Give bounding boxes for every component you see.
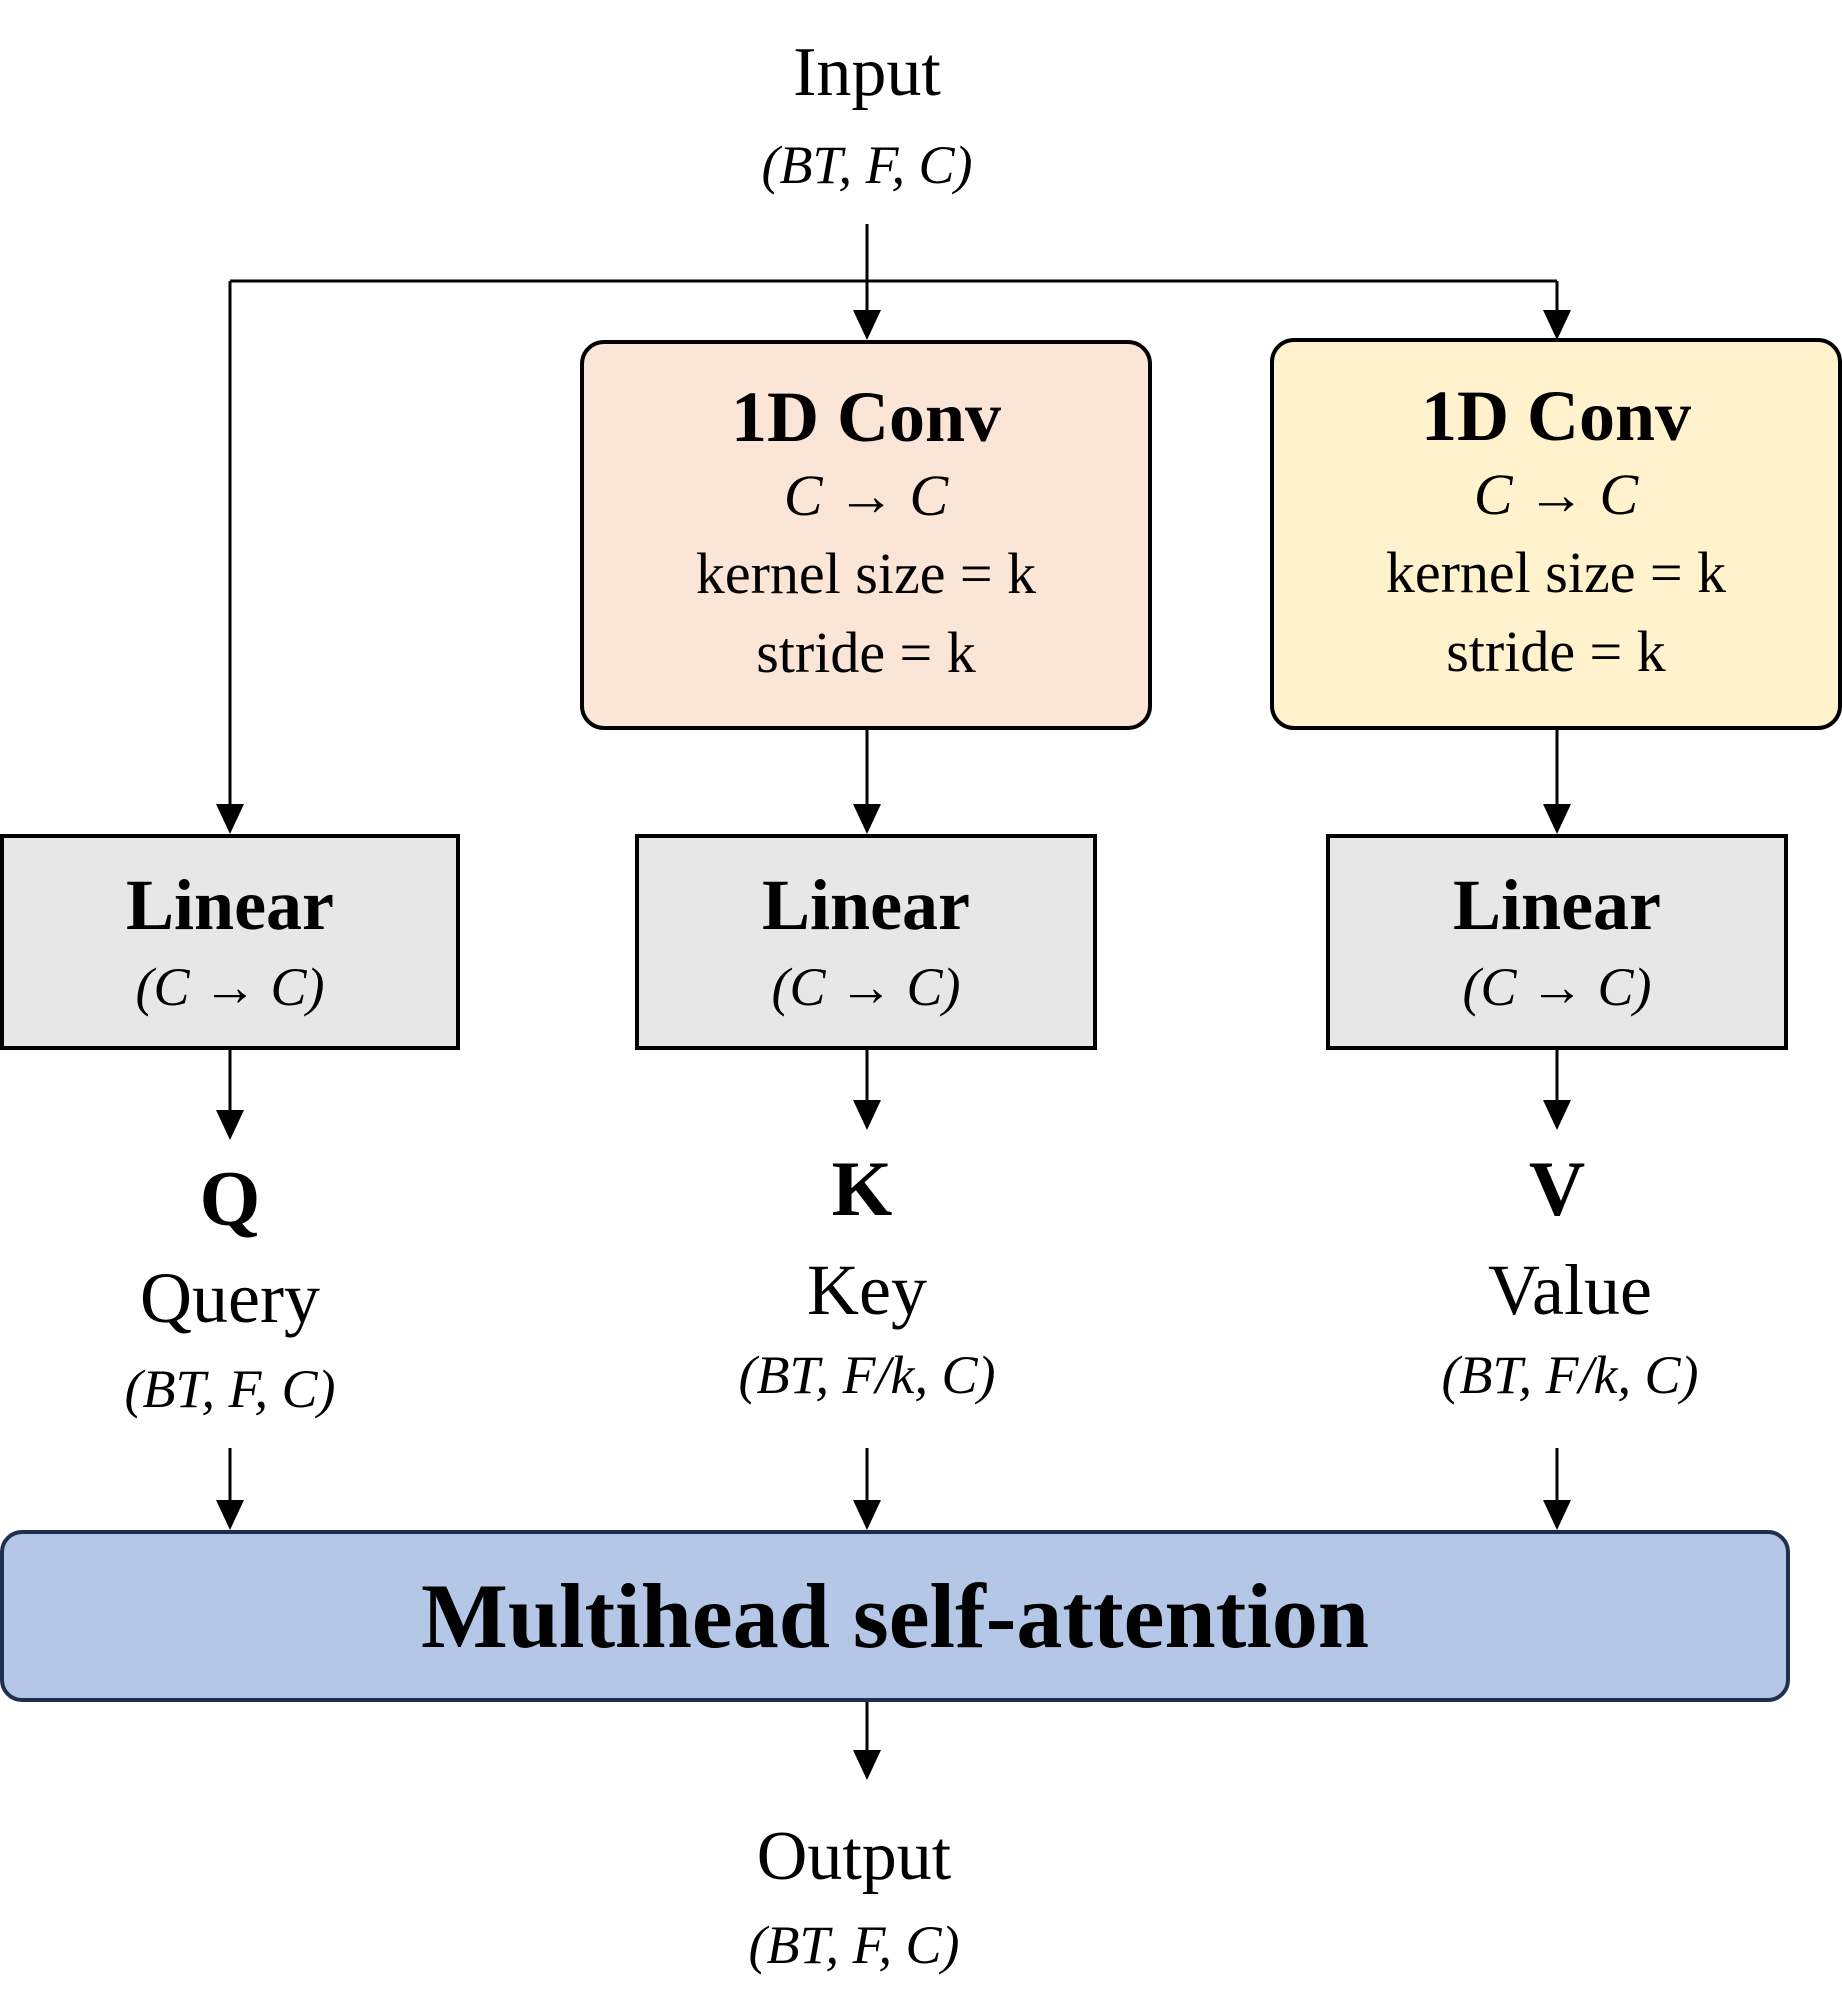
conv-value-map: C → C <box>1473 462 1639 528</box>
conv-key-title: 1D Conv <box>730 376 1002 457</box>
arrowhead <box>1543 1500 1571 1530</box>
linear-query-map: (C → C) <box>135 956 325 1017</box>
conv-key-map: C → C <box>783 463 949 529</box>
linear-query-title: Linear <box>126 865 334 946</box>
linear-query-block: Linear (C → C) <box>0 834 460 1050</box>
conv-key-stride: stride = k <box>756 619 976 685</box>
input-title: Input <box>793 34 941 111</box>
arrowhead <box>1543 1100 1571 1130</box>
conv-key-block: 1D Conv C → C kernel size = k stride = k <box>580 340 1152 730</box>
arrowhead <box>853 1100 881 1130</box>
linear-key-title: Linear <box>762 865 970 946</box>
linear-key-block: Linear (C → C) <box>635 834 1097 1050</box>
linear-value-block: Linear (C → C) <box>1326 834 1788 1050</box>
arrowheads <box>216 310 1571 1780</box>
linear-key-map: (C → C) <box>771 956 961 1017</box>
arrowhead <box>216 804 244 834</box>
arrowhead <box>216 1110 244 1140</box>
linear-value-title: Linear <box>1453 865 1661 946</box>
key-shape: (BT, F/k, C) <box>738 1345 996 1405</box>
arrowhead <box>853 804 881 834</box>
attention-title: Multihead self-attention <box>420 1565 1370 1667</box>
value-letter: V <box>1528 1145 1586 1232</box>
arrowhead <box>853 1750 881 1780</box>
output-shape: (BT, F, C) <box>748 1915 960 1975</box>
query-name: Query <box>140 1258 320 1338</box>
arrowhead <box>216 1500 244 1530</box>
query-shape: (BT, F, C) <box>124 1359 336 1419</box>
conv-key-kernel: kernel size = k <box>695 541 1037 607</box>
attention-block: Multihead self-attention <box>0 1530 1790 1702</box>
arrowhead <box>853 1500 881 1530</box>
output-title: Output <box>756 1818 952 1895</box>
linear-value-map: (C → C) <box>1462 956 1652 1017</box>
conv-value-block: 1D Conv C → C kernel size = k stride = k <box>1270 338 1842 730</box>
arrowhead <box>1543 310 1571 340</box>
arrowhead <box>1543 804 1571 834</box>
value-name: Value <box>1488 1250 1652 1330</box>
conv-value-stride: stride = k <box>1446 618 1666 684</box>
arrowhead <box>853 310 881 340</box>
conv-value-title: 1D Conv <box>1420 375 1692 456</box>
key-name: Key <box>807 1250 927 1330</box>
conv-value-kernel: kernel size = k <box>1385 540 1727 606</box>
query-letter: Q <box>199 1155 261 1242</box>
value-shape: (BT, F/k, C) <box>1441 1345 1699 1405</box>
key-letter: K <box>831 1145 893 1232</box>
input-shape: (BT, F, C) <box>761 135 973 195</box>
